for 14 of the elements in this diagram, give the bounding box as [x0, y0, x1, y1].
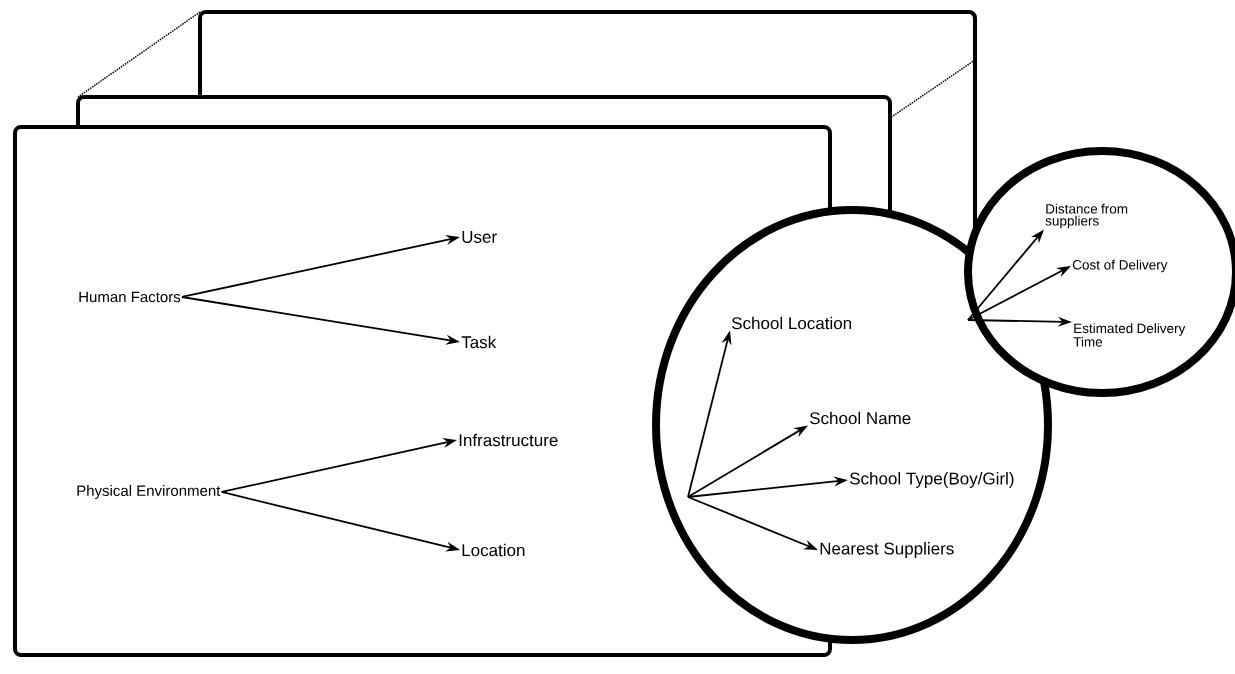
label-text: School Name	[809, 411, 911, 425]
label-text: Task	[461, 335, 497, 349]
label-text: Location	[462, 543, 525, 557]
circle	[964, 147, 1235, 397]
label-text: Infrastructure	[459, 433, 558, 447]
label-text: School Location	[731, 316, 852, 330]
label-text: User	[462, 231, 497, 243]
label-text: School Type(Boy/Girl)	[849, 472, 1014, 488]
label-text: Estimated Delivery Time	[1073, 323, 1186, 347]
label-text: Nearest Suppliers	[820, 542, 954, 558]
label-text: Human Factors	[79, 291, 181, 303]
label-text: Distance from suppliers	[1045, 203, 1128, 229]
label-text: Physical Environment	[77, 485, 221, 499]
label-text: Cost of Delivery	[1072, 259, 1168, 273]
